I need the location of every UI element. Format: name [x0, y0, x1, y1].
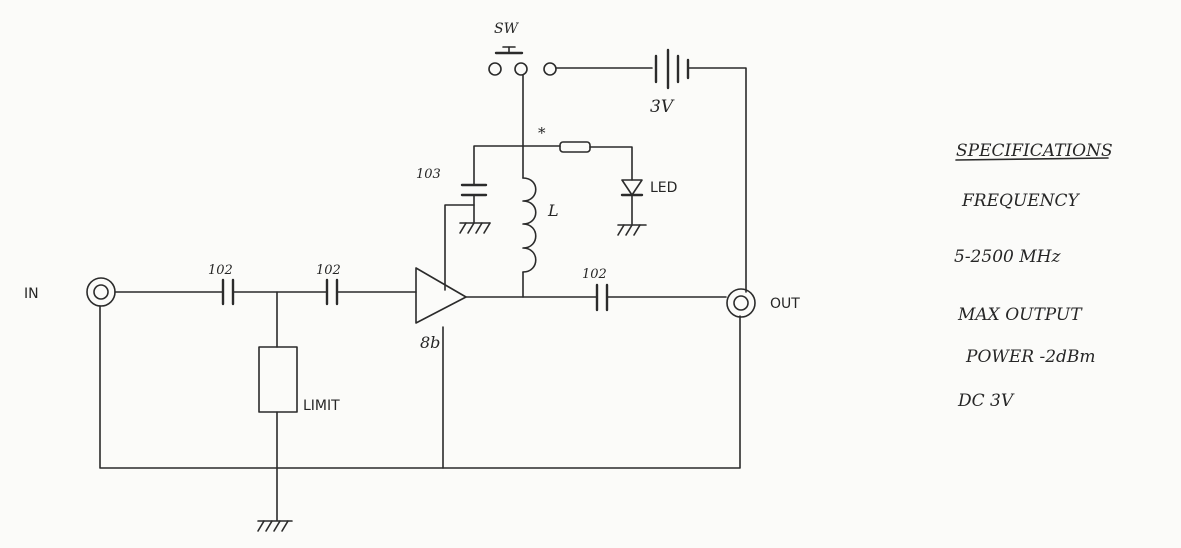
output-connector-icon [726, 288, 756, 318]
ground-icon-led [617, 224, 647, 236]
led-label: LED [650, 180, 677, 196]
inductor-icon [522, 177, 537, 273]
led-icon [620, 179, 644, 197]
wires [99, 67, 747, 521]
capacitor-input-1-label: 102 [208, 263, 233, 278]
limiter-block [258, 346, 298, 413]
specifications-block: SPECIFICATIONS FREQUENCY 5-2500 MHz MAX … [954, 141, 1113, 411]
capacitor-decoupling-icon [460, 183, 488, 197]
resistor-icon [559, 141, 591, 153]
amplifier-label: 8b [420, 333, 440, 352]
switch-label: SW [494, 21, 520, 37]
switch-icon [488, 46, 557, 76]
spec-line: FREQUENCY [961, 191, 1081, 211]
input-connector-icon [86, 277, 116, 307]
input-label: IN [24, 286, 39, 302]
wire-battery-out [687, 67, 747, 293]
wire-cap103-amp [444, 204, 475, 291]
capacitor-input-2-label: 102 [316, 263, 341, 278]
spec-heading: SPECIFICATIONS [956, 141, 1113, 161]
amplifier-icon [415, 267, 467, 324]
ground-bus [99, 305, 741, 469]
capacitor-output-icon [595, 283, 609, 312]
battery-label: 3V [650, 97, 675, 117]
spec-line: DC 3V [957, 391, 1015, 411]
ground-icon-cap103 [459, 222, 491, 234]
output-label: OUT [770, 296, 800, 312]
wire-node-cap103 [473, 145, 524, 186]
capacitor-decoupling-label: 103 [416, 167, 441, 182]
capacitor-output-label: 102 [582, 267, 607, 282]
spec-line: 5-2500 MHz [954, 247, 1061, 267]
limiter-label: LIMIT [303, 398, 340, 414]
battery-icon [654, 48, 690, 90]
capacitor-input-2-icon [325, 278, 339, 306]
inductor-label: L [547, 201, 559, 220]
ground-icon-main [257, 520, 293, 532]
capacitor-input-1-icon [221, 278, 235, 306]
resistor-mark-label: * [538, 124, 546, 142]
spec-line: MAX OUTPUT [957, 305, 1083, 325]
wire-resistor-led [589, 146, 633, 181]
spec-heading-underline [955, 157, 1109, 161]
spec-line: POWER -2dBm [965, 347, 1096, 367]
